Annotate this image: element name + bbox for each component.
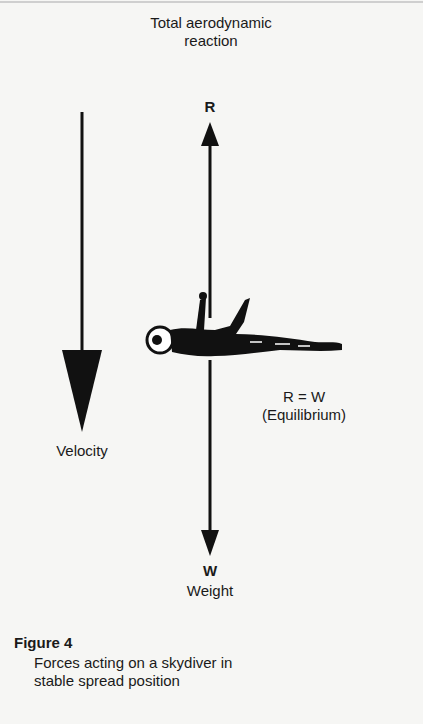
force-label: Total aerodynamic reaction (136, 14, 286, 50)
figure-caption: Forces acting on a skydiver in stable sp… (34, 654, 264, 690)
page-edge (0, 1, 423, 3)
skydiver-figure (147, 292, 342, 356)
harness-marks (250, 342, 310, 346)
velocity-label: Velocity (40, 442, 124, 460)
force-symbol: R (195, 98, 225, 116)
reaction-shaft (209, 140, 212, 318)
equation-note: R = W (Equilibrium) (252, 388, 356, 424)
figure-number: Figure 4 (14, 634, 134, 652)
reaction-arrowhead (201, 122, 219, 146)
force-symbol: W (195, 562, 225, 580)
velocity-shaft (81, 112, 84, 360)
velocity-arrowhead (62, 350, 102, 432)
weight-shaft (209, 360, 212, 535)
weight-arrowhead (201, 530, 219, 556)
force-label: Weight (170, 582, 250, 600)
